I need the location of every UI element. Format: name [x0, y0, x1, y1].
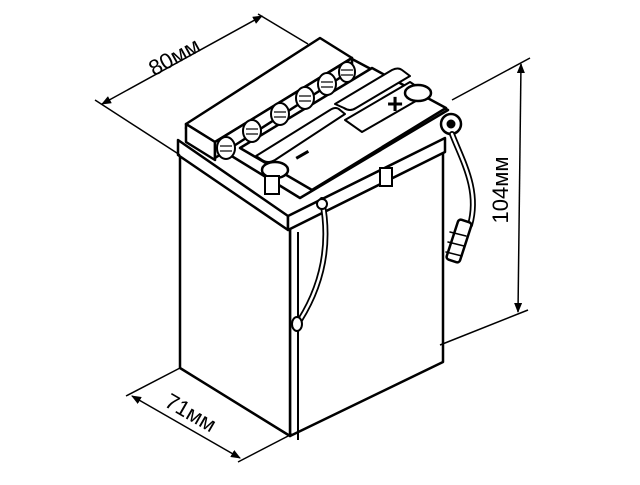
dimension-length-label: 80мм [144, 32, 204, 80]
positive-terminal-symbol: + [387, 88, 403, 119]
dimension-width [125, 367, 293, 463]
dimension-height [439, 57, 531, 346]
dimension-height-label: 104мм [488, 157, 513, 224]
vent-caps [216, 61, 356, 160]
positive-cable [439, 112, 476, 264]
negative-cable [291, 197, 329, 332]
battery-body [176, 136, 447, 440]
dimension-length [94, 13, 309, 156]
